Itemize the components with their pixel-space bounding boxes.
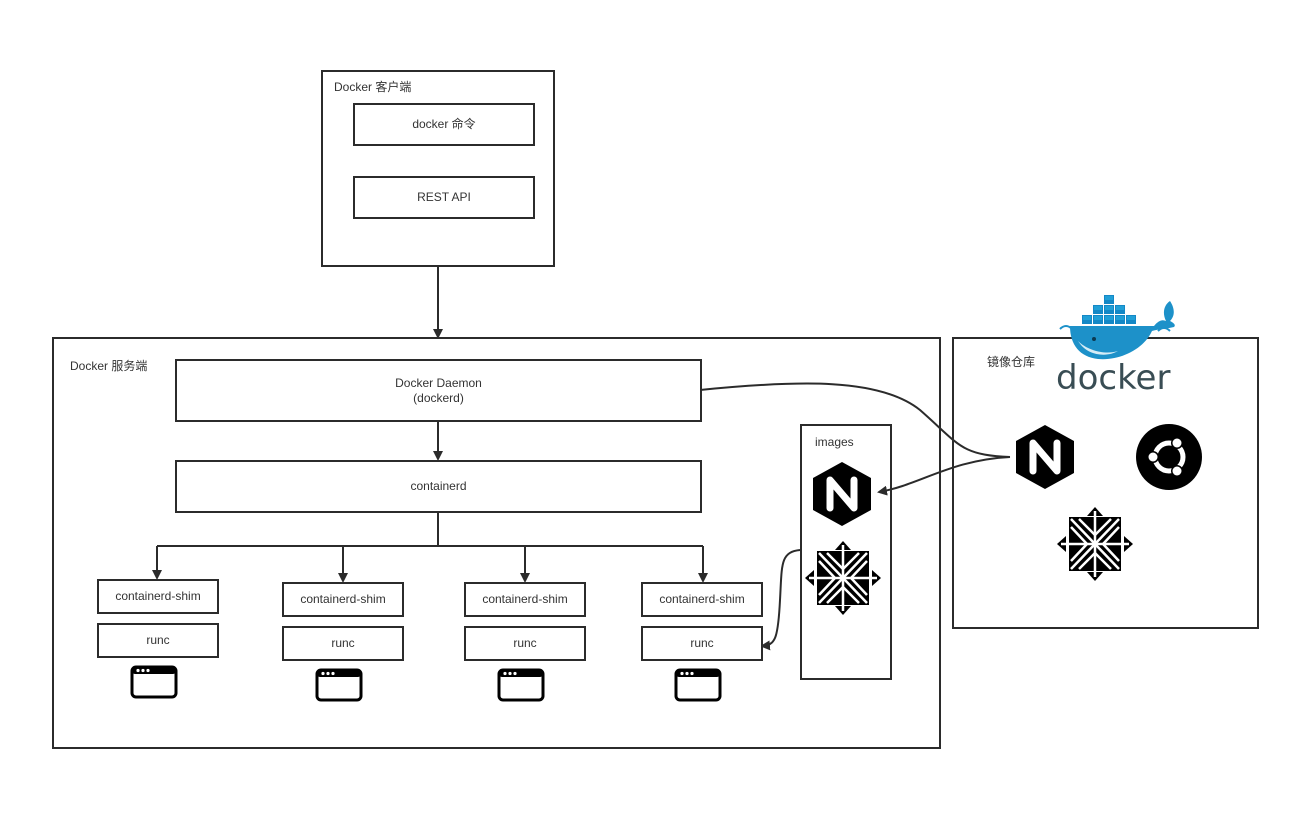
docker-daemon-box[interactable]: Docker Daemon (dockerd): [175, 359, 702, 422]
images-title: images: [815, 435, 854, 449]
images-box: images: [800, 424, 892, 680]
centos-icon[interactable]: [805, 541, 881, 615]
app-window-icon: [674, 668, 722, 702]
app-window-icon: [315, 668, 363, 702]
docker-client-box: Docker 客户端 docker 命令 REST API: [321, 70, 555, 267]
runc-box[interactable]: runc: [97, 623, 219, 658]
nginx-icon[interactable]: [1014, 423, 1076, 491]
docker-daemon-label: Docker Daemon: [395, 375, 482, 390]
containerd-shim-label: containerd-shim: [300, 592, 386, 606]
nginx-icon[interactable]: [811, 460, 873, 528]
dockerd-label: (dockerd): [413, 390, 464, 405]
containerd-box[interactable]: containerd: [175, 460, 702, 513]
runc-box[interactable]: runc: [464, 626, 586, 661]
runc-box[interactable]: runc: [282, 626, 404, 661]
app-window-icon: [130, 665, 178, 699]
app-window-icon: [497, 668, 545, 702]
runc-label: runc: [513, 636, 537, 650]
containerd-shim-box[interactable]: containerd-shim: [97, 579, 219, 614]
containerd-shim-label: containerd-shim: [659, 592, 745, 606]
runc-box[interactable]: runc: [641, 626, 763, 661]
docker-command-label: docker 命令: [412, 117, 476, 131]
docker-command-box[interactable]: docker 命令: [353, 103, 535, 146]
containerd-label: containerd: [410, 479, 467, 493]
runc-label: runc: [146, 633, 170, 647]
docker-server-title: Docker 服务端: [70, 359, 148, 373]
ubuntu-icon[interactable]: [1135, 423, 1203, 491]
centos-icon[interactable]: [1057, 507, 1133, 581]
docker-whale-icon: [1059, 295, 1175, 360]
runc-label: runc: [690, 636, 714, 650]
containerd-shim-box[interactable]: containerd-shim: [282, 582, 404, 617]
docker-server-box: Docker 服务端: [52, 337, 941, 749]
docker-client-title: Docker 客户端: [334, 80, 412, 94]
runc-label: runc: [331, 636, 355, 650]
containerd-shim-box[interactable]: containerd-shim: [641, 582, 763, 617]
docker-brand-text: docker: [1056, 358, 1171, 398]
containerd-shim-label: containerd-shim: [482, 592, 568, 606]
containerd-shim-label: containerd-shim: [115, 589, 201, 603]
containerd-shim-box[interactable]: containerd-shim: [464, 582, 586, 617]
rest-api-box[interactable]: REST API: [353, 176, 535, 219]
image-registry-title: 镜像仓库: [987, 355, 1036, 369]
rest-api-label: REST API: [417, 190, 471, 204]
